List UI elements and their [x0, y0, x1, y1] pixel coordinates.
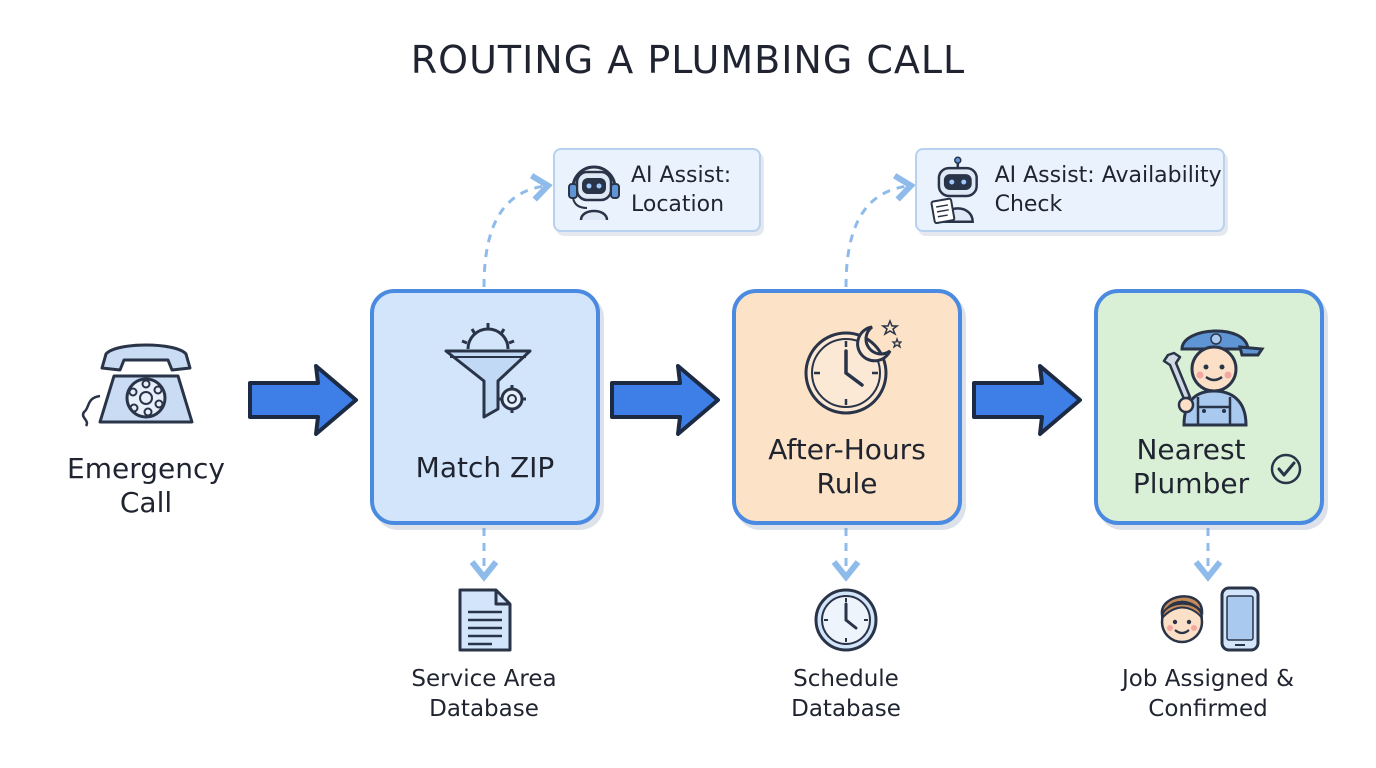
start-label: Emergency Call — [67, 452, 225, 519]
assist-text: AI Assist: Availability Check — [994, 163, 1222, 217]
document-icon — [458, 588, 512, 652]
person-phone-icon — [1160, 586, 1260, 652]
diagram-title: ROUTING A PLUMBING CALL — [410, 38, 966, 82]
ai-assist-location: AI Assist: Location — [553, 148, 761, 232]
robot-headset-icon — [568, 165, 620, 221]
step-label: Nearest Plumber — [1132, 433, 1250, 500]
output-label: Schedule Database — [791, 666, 901, 722]
flow-arrow-2 — [610, 364, 720, 436]
funnel-gears-icon — [444, 323, 532, 419]
dashed-arrow-assist-2 — [844, 173, 916, 288]
dashed-arrow-assist-1 — [482, 173, 553, 288]
step-label: Match ZIP — [415, 451, 555, 484]
flow-arrow-1 — [248, 364, 358, 436]
flow-arrow-3 — [972, 364, 1082, 436]
robot-clipboard-icon — [930, 156, 978, 224]
step-nearest-plumber: Nearest Plumber — [1094, 289, 1324, 525]
rotary-phone-icon — [81, 343, 194, 427]
step-match-zip: Match ZIP — [370, 289, 600, 525]
step-after-hours-rule: After-Hours Rule — [732, 289, 962, 525]
plumber-icon — [1162, 329, 1265, 427]
output-label: Job Assigned & Confirmed — [1121, 666, 1295, 722]
step-label: After-Hours Rule — [768, 433, 926, 500]
ai-assist-availability: AI Assist: Availability Check — [915, 148, 1225, 232]
clock-icon — [814, 588, 878, 652]
clock-moon-icon — [804, 318, 902, 415]
assist-text: AI Assist: Location — [631, 163, 732, 217]
check-circle-icon — [1270, 453, 1302, 485]
output-label: Service Area Database — [411, 666, 557, 722]
